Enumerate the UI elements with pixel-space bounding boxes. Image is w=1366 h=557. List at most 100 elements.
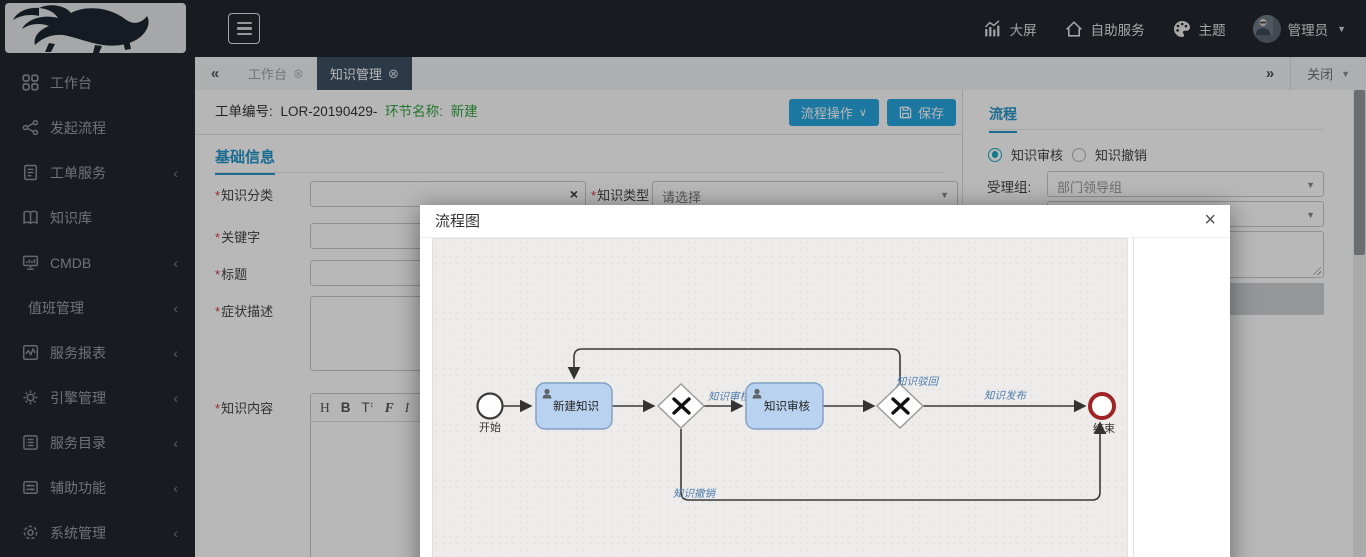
engine-icon — [23, 390, 38, 405]
modal-header: 流程图 × — [420, 205, 1230, 238]
chevron-down-icon: ▼ — [1306, 180, 1315, 190]
scrollbar[interactable] — [1353, 90, 1366, 557]
radio-knowledge-audit[interactable] — [988, 147, 1002, 162]
sidebar-item-start-process[interactable]: 发起流程 — [0, 105, 195, 150]
user-task-icon — [752, 388, 762, 399]
editor-italic-button[interactable]: I — [404, 399, 410, 415]
sidebar-item-cmdb[interactable]: CMDB ‹ — [0, 240, 195, 285]
handling-group-select[interactable]: 部门领导组 ▼ — [1047, 171, 1324, 197]
sidebar-item-label: 发起流程 — [50, 119, 106, 136]
scrollbar-thumb[interactable] — [1354, 90, 1365, 255]
save-icon — [899, 106, 912, 119]
gateway-1-x-icon — [672, 397, 691, 415]
tabs-scroll-right-button[interactable]: » — [1265, 65, 1275, 82]
start-event-label: 开始 — [479, 420, 501, 434]
tab-knowledge-management[interactable]: 知识管理 ⊗ — [316, 57, 412, 90]
sidebar-item-duty-management[interactable]: 值班管理 ‹ — [0, 285, 195, 330]
tab-close-icon[interactable]: ⊗ — [387, 65, 399, 81]
edge-reject-label: 知识驳回 — [896, 376, 939, 388]
editor-bold-button[interactable]: B — [340, 400, 351, 415]
section-title: 基础信息 — [215, 146, 276, 175]
knowledge-type-select[interactable]: 请选择 ▼ — [652, 181, 958, 207]
tab-close-icon[interactable]: ⊗ — [293, 65, 304, 81]
nav-theme[interactable]: 主题 — [1172, 19, 1226, 39]
flow-action-label: 流程操作 — [800, 106, 853, 121]
hamburger-icon — [236, 21, 252, 25]
editor-heading-button[interactable]: H — [320, 399, 330, 415]
flow-icon — [22, 119, 39, 136]
gear-icon — [23, 525, 38, 540]
chevron-down-icon: ▼ — [1337, 23, 1346, 34]
sidebar-menu: 工作台 发起流程 工单服务 ‹ 知识库 CMDB ‹ 值班管理 — [0, 60, 195, 555]
modal-close-button[interactable]: × — [1204, 209, 1216, 231]
save-button[interactable]: 保存 — [886, 99, 956, 126]
close-tabs-button[interactable]: 关闭 ▼ — [1290, 57, 1366, 90]
end-event-label: 结束 — [1093, 422, 1115, 435]
handling-group-label: 受理组: — [987, 180, 1032, 195]
editor-fontsize-button[interactable]: T — [362, 400, 374, 415]
ticket-info: 工单编号: LOR-20190429- 环节名称: 新建 — [215, 90, 482, 134]
book-icon — [23, 210, 38, 225]
category-label: *知识分类 — [215, 188, 274, 203]
sidebar-item-engine-management[interactable]: 引擎管理 ‹ — [0, 375, 195, 420]
monitor-icon — [22, 255, 39, 270]
task-new-knowledge — [535, 382, 613, 430]
sidebar-item-ticket-service[interactable]: 工单服务 ‹ — [0, 150, 195, 195]
editor-font-button[interactable]: F — [384, 399, 394, 415]
order-number-label: 工单编号: — [215, 104, 273, 119]
chevron-left-icon: ‹ — [173, 164, 178, 181]
chevron-down-icon: ▼ — [940, 190, 949, 200]
diagram-canvas: 开始 新建知识 知识审核 知识审核 知识 — [432, 238, 1128, 557]
radio-knowledge-revoke[interactable] — [1072, 147, 1087, 162]
menu-toggle-button[interactable] — [228, 13, 260, 44]
chart-icon — [984, 19, 1000, 36]
home-icon — [1065, 20, 1082, 37]
nav-selfservice-label: 自助服务 — [1090, 22, 1145, 38]
sidebar-item-service-report[interactable]: 服务报表 ‹ — [0, 330, 195, 375]
sidebar-item-service-catalog[interactable]: 服务目录 ‹ — [0, 420, 195, 465]
flow-panel-title: 流程 — [989, 104, 1017, 133]
chevron-down-icon: ∨ — [858, 107, 867, 119]
nav-selfservice[interactable]: 自助服务 — [1064, 19, 1145, 39]
document-icon — [24, 164, 37, 181]
edge-publish-label: 知识发布 — [984, 390, 1027, 402]
sidebar-item-workbench[interactable]: 工作台 — [0, 60, 195, 105]
grid-icon — [22, 74, 39, 91]
sidebar-item-auxiliary-functions[interactable]: 辅助功能 ‹ — [0, 465, 195, 510]
flow-action-button[interactable]: 流程操作 ∨ — [788, 99, 879, 126]
user-task-icon — [542, 388, 552, 399]
sidebar-item-label: 工单服务 — [50, 164, 106, 181]
avatar — [1252, 14, 1281, 43]
chevron-left-icon: ‹ — [173, 389, 178, 406]
close-tabs-label: 关闭 — [1307, 67, 1334, 82]
clear-icon[interactable]: × — [569, 186, 578, 202]
nav-bigscreen[interactable]: 大屏 — [983, 19, 1037, 39]
content-label: *知识内容 — [215, 401, 274, 416]
app-logo — [5, 3, 186, 53]
order-number-value: LOR-20190429- — [280, 104, 378, 119]
gateway-2-x-icon — [891, 397, 910, 415]
flow-radio-group: 知识审核 知识撤销 — [988, 145, 1147, 164]
tabs-scroll-left-button[interactable]: « — [210, 65, 220, 82]
task-knowledge-audit-label: 知识审核 — [764, 399, 810, 413]
sidebar-item-knowledge-base[interactable]: 知识库 — [0, 195, 195, 240]
sidebar-item-label: 值班管理 — [28, 299, 84, 316]
sidebar-item-system-management[interactable]: 系统管理 ‹ — [0, 510, 195, 555]
type-label: *知识类型 — [591, 188, 650, 203]
tab-workbench[interactable]: 工作台 ⊗ — [235, 57, 317, 90]
chevron-left-icon: ‹ — [173, 524, 178, 541]
user-menu[interactable]: 管理员 ▼ — [1252, 14, 1346, 43]
chevron-left-icon: ‹ — [173, 254, 178, 271]
sliders-icon — [23, 481, 38, 494]
title-label: *标题 — [215, 267, 248, 282]
sidebar-item-label: 知识库 — [50, 209, 92, 226]
palette-icon — [1173, 20, 1190, 37]
header-bar: 大屏 自助服务 主题 — [0, 0, 1366, 57]
select-value: 请选择 — [662, 190, 702, 205]
catalog-icon — [23, 435, 38, 450]
step-name-value: 新建 — [450, 104, 478, 119]
tab-label: 工作台 — [248, 67, 288, 82]
resize-handle-icon[interactable] — [1311, 265, 1321, 275]
symptom-label: *症状描述 — [215, 304, 274, 319]
chevron-down-icon: ▼ — [1306, 210, 1315, 220]
